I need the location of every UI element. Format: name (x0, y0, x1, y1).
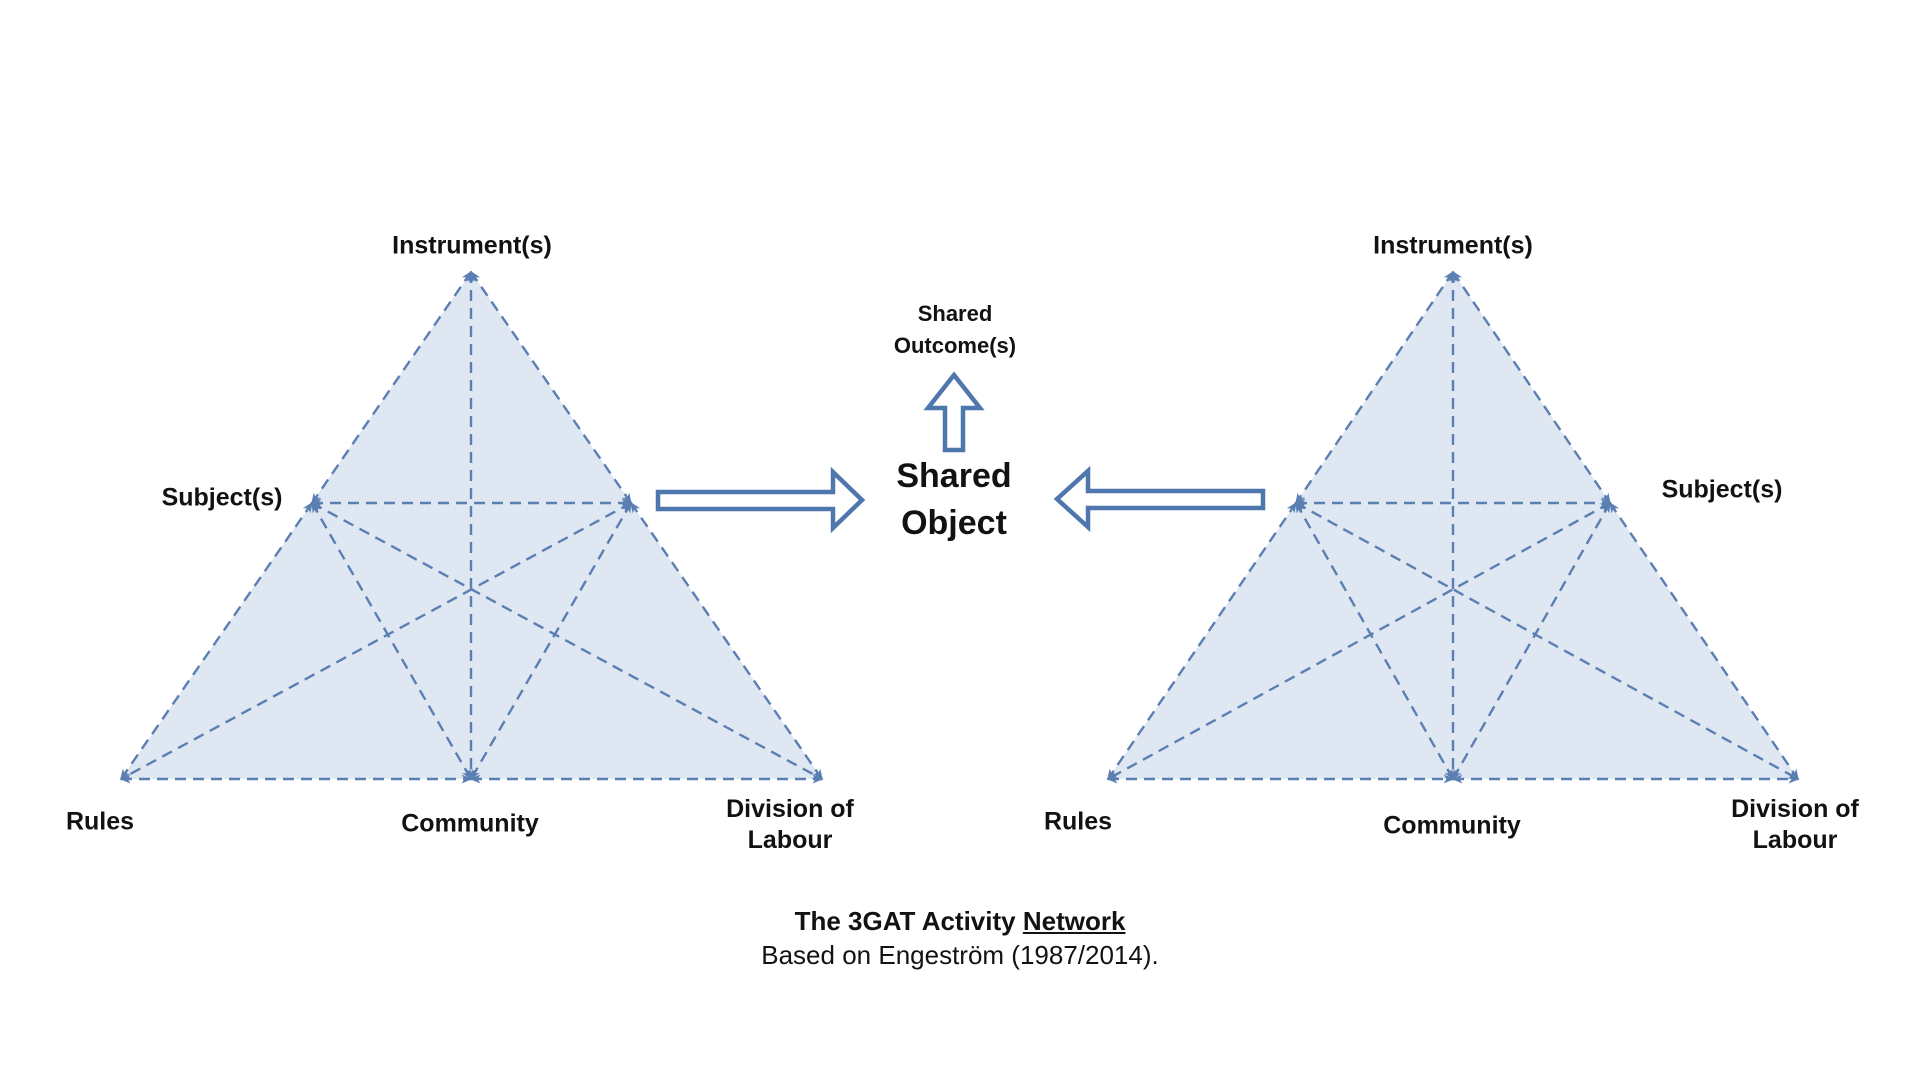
left-community-label: Community (401, 809, 539, 838)
left-activity-triangle (119, 270, 824, 784)
block-arrows (655, 371, 1266, 534)
right-rules-label: Rules (1043, 807, 1113, 836)
caption-title: The 3GAT Activity Network (761, 904, 1158, 938)
left-subjects-label: Subject(s) (161, 483, 283, 512)
right-instruments-label: Instrument(s) (1373, 231, 1533, 260)
right-activity-triangle (1106, 270, 1800, 784)
caption: The 3GAT Activity Network Based on Enges… (761, 904, 1158, 972)
right-subjects-label: Subject(s) (1661, 475, 1783, 504)
right-triangle-connectors (1106, 270, 1800, 784)
left-instruments-label: Instrument(s) (392, 231, 552, 260)
left-rules-label: Rules (65, 807, 135, 836)
caption-title-prefix: The 3GAT Activity (794, 906, 1016, 936)
right-community-label: Community (1383, 811, 1521, 840)
right-division-of-labour-label: Division of Labour (1731, 795, 1859, 854)
right-to-object-arrow-icon (1053, 465, 1266, 533)
left-division-of-labour-label: Division of Labour (726, 795, 854, 854)
caption-title-underlined: Network (1022, 906, 1126, 936)
object-to-outcome-arrow-icon (923, 371, 985, 453)
left-triangle-connectors (119, 270, 824, 784)
left-to-object-arrow-icon (655, 466, 866, 534)
shared-outcome-label: Shared Outcome(s) (893, 301, 1017, 358)
shared-object-label: Shared Object (896, 457, 1012, 542)
caption-subtitle: Based on Engeström (1987/2014). (761, 940, 1159, 970)
